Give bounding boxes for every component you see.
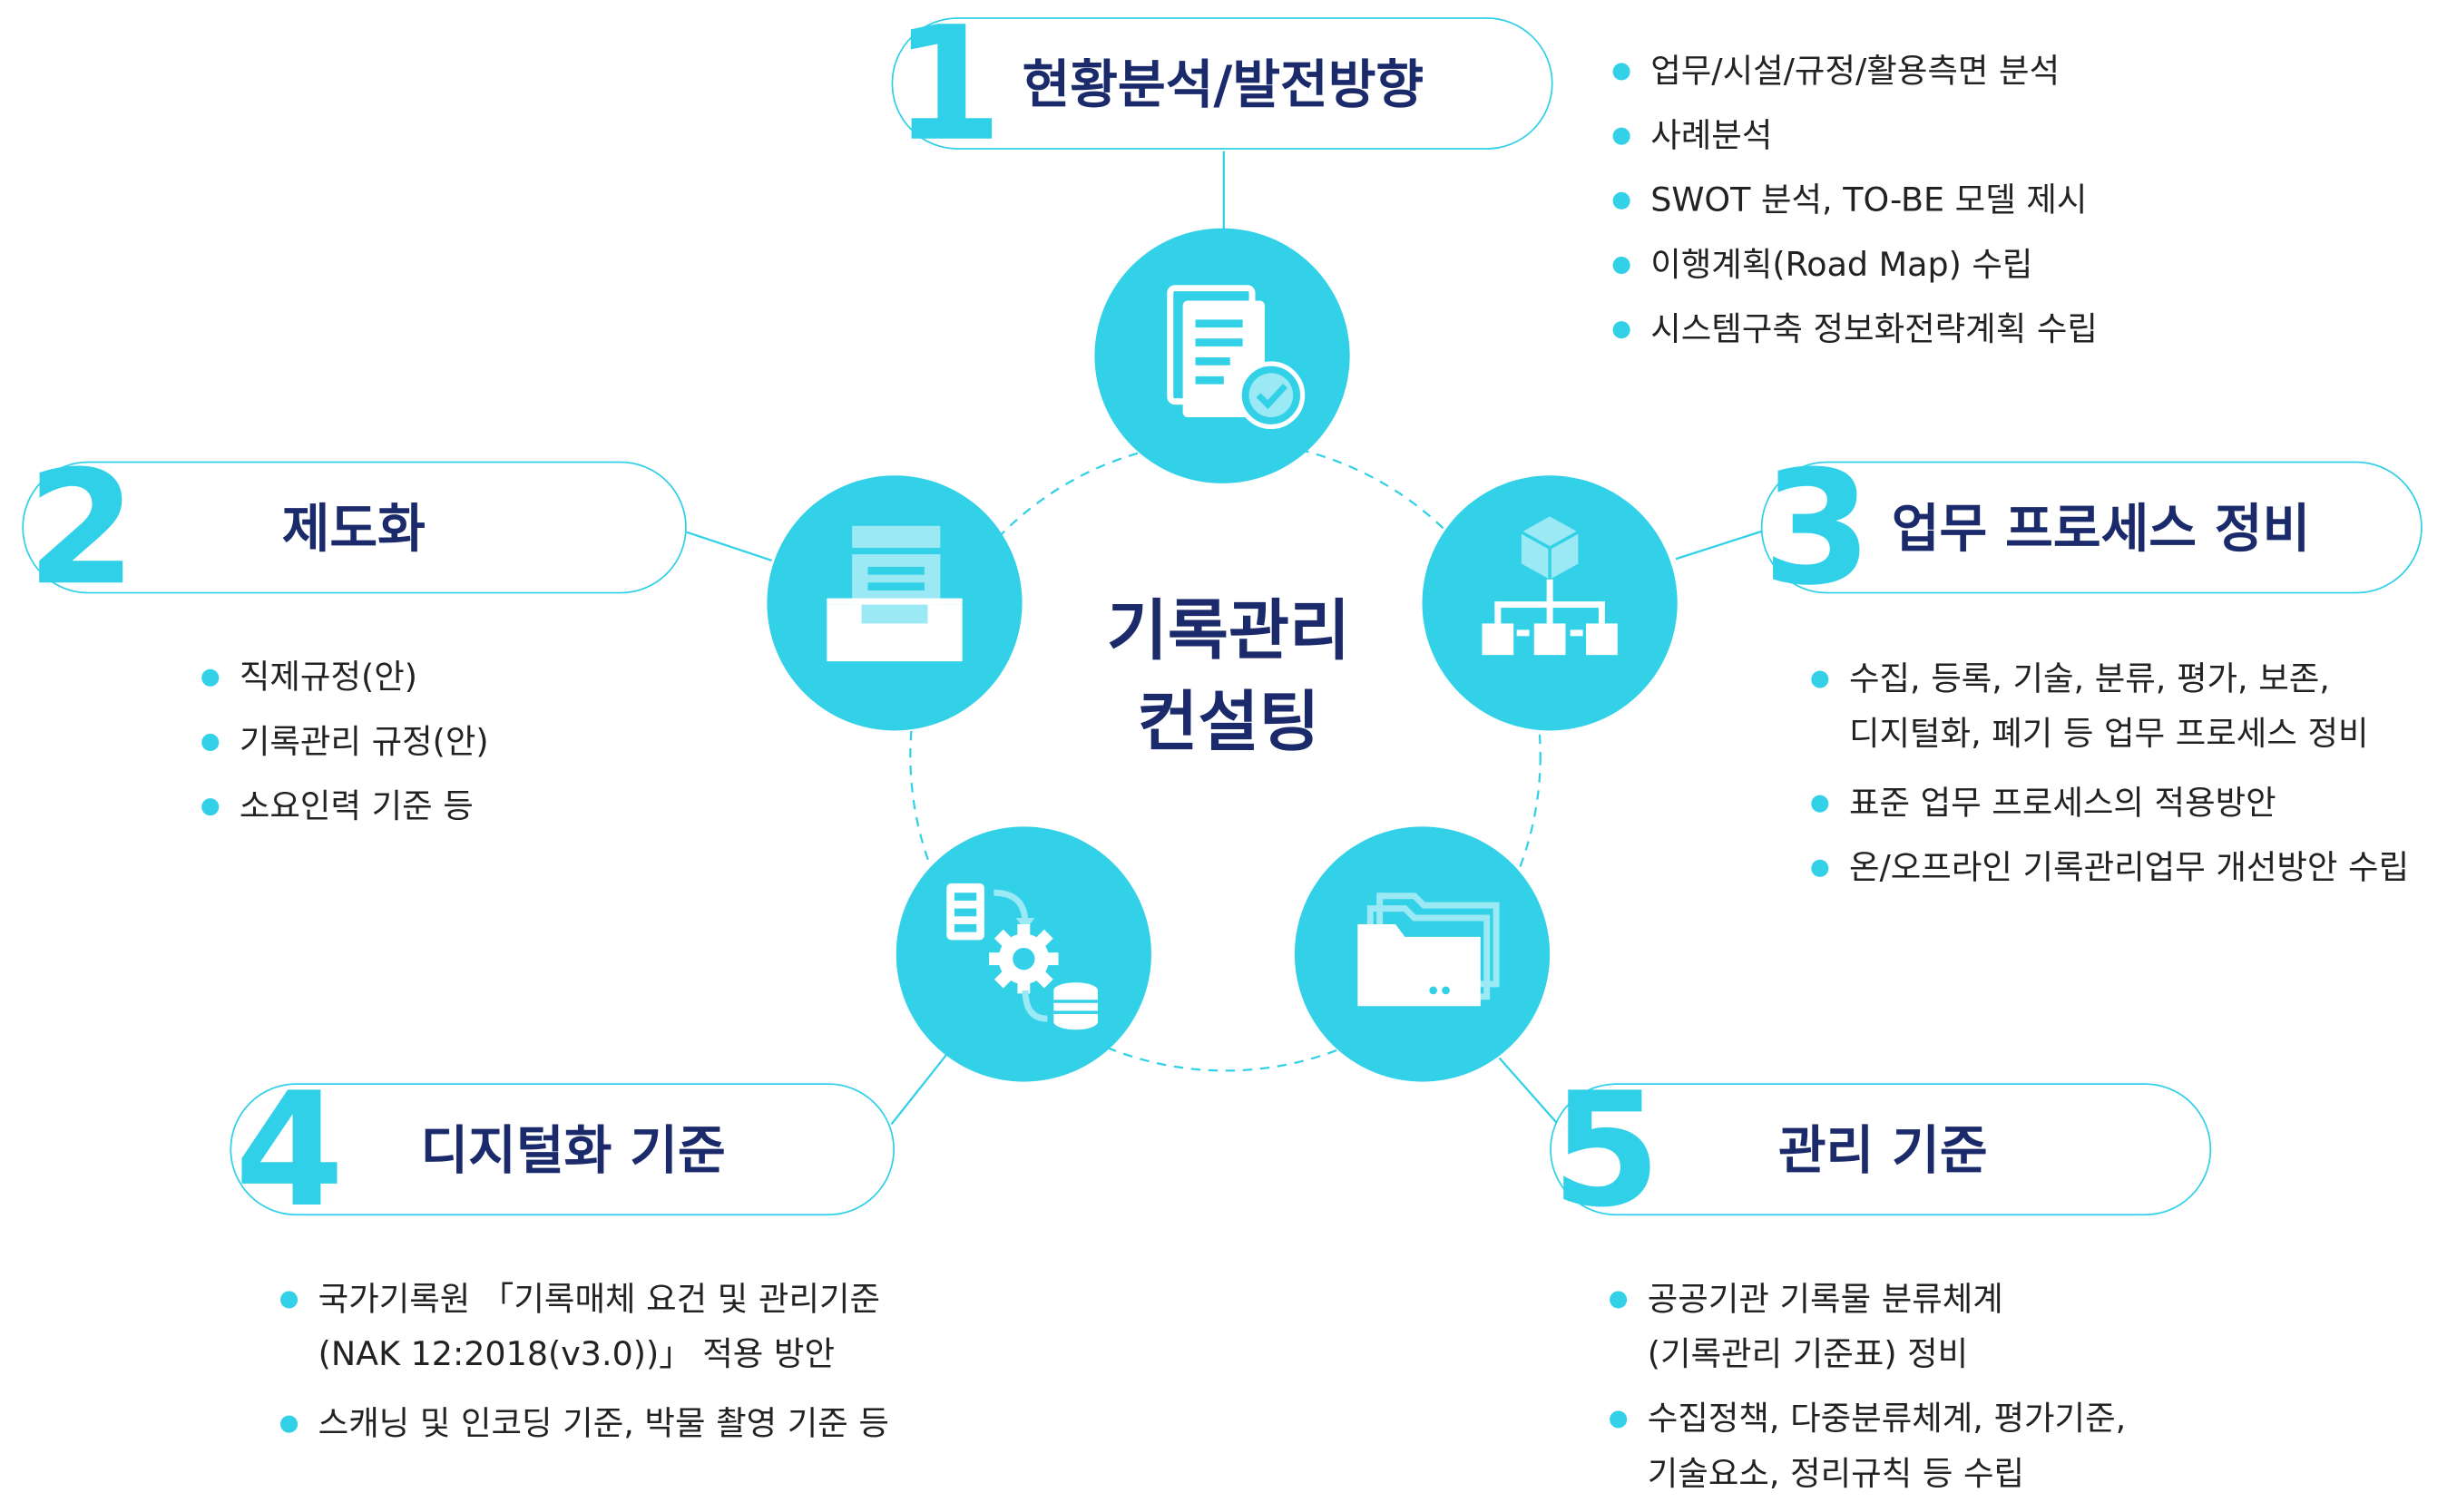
list-item: 업무/시설/규정/활용측면 분석	[1612, 39, 2098, 103]
step-4-title: 디지털화 기준	[420, 1119, 726, 1181]
inbox-tray-icon	[827, 525, 963, 662]
step-5-title: 관리 기준	[1777, 1119, 1988, 1181]
list-item: SWOT 분석, TO-BE 모델 제시	[1612, 169, 2098, 233]
list-item: 온/오프라인 기록관리업무 개선방안 수립	[1811, 836, 2409, 901]
center-title-line2: 컨설팅	[1137, 683, 1320, 761]
list-item: 직제규정(안)	[201, 646, 488, 710]
circle-step-4	[896, 826, 1151, 1082]
connector-2	[686, 531, 772, 562]
connector-5	[1498, 1057, 1561, 1127]
list-item: 수집, 등록, 기술, 분류, 평가, 보존, 디지털화, 폐기 등 업무 프로…	[1811, 652, 2409, 763]
step-3-pill: 3 업무 프로세스 정비	[1760, 450, 2423, 607]
step-1-number: 1	[893, 0, 1003, 177]
step-5-bullets: 공공기관 기록물 분류체계 (기록관리 기준표) 정비 수집정책, 다중분류체계…	[1610, 1273, 2126, 1512]
list-item: 사례분석	[1612, 104, 2098, 169]
list-item: 기록관리 규정(안)	[201, 710, 489, 775]
circle-step-2	[767, 475, 1023, 731]
step-5-pill: 5 관리 기준	[1550, 1071, 2212, 1229]
step-2-number: 2	[26, 435, 137, 620]
step-4-number: 4	[234, 1058, 345, 1243]
list-item: 이행계획(Road Map) 수립	[1612, 233, 2098, 298]
circle-step-1	[1094, 228, 1350, 483]
hierarchy-network-icon	[1482, 516, 1618, 656]
step-1-title: 현황분석/발전방향	[1022, 54, 1424, 115]
circle-step-5	[1294, 826, 1551, 1082]
connector-3	[1675, 529, 1765, 561]
list-item: 표준 업무 프로세스의 적용방안	[1811, 772, 2409, 836]
list-item: 수집정책, 다중분류체계, 평가기준, 기술요소, 정리규칙 등 수립	[1610, 1392, 2126, 1503]
step-3-bullets: 수집, 등록, 기술, 분류, 평가, 보존, 디지털화, 폐기 등 업무 프로…	[1811, 652, 2409, 901]
list-item: 소요인력 기준 등	[201, 775, 488, 839]
data-process-gear-icon	[946, 883, 1098, 1030]
list-item: 국가기록원 「기록매체 요건 및 관리기준 (NAK 12:2018(v3.0)…	[279, 1273, 889, 1383]
list-item: 시스템구축 정보화전략계획 수립	[1612, 298, 2098, 362]
step-1-pill: 1 현황분석/발전방향	[891, 5, 1553, 163]
dashed-ring	[909, 439, 1542, 1072]
center-title-line1: 기록관리	[1106, 591, 1351, 669]
list-item: 공공기관 기록물 분류체계 (기록관리 기준표) 정비	[1610, 1273, 2126, 1383]
center-title: 기록관리 컨설팅	[1040, 586, 1418, 768]
document-check-icon	[1167, 285, 1306, 430]
connector-4	[890, 1048, 953, 1126]
step-4-pill: 4 디지털화 기준	[230, 1071, 895, 1229]
step-2-bullets: 직제규정(안) 기록관리 규정(안) 소요인력 기준 등	[201, 646, 489, 840]
step-1-bullets: 업무/시설/규정/활용측면 분석 사례분석 SWOT 분석, TO-BE 모델 …	[1612, 39, 2098, 362]
step-3-number: 3	[1762, 435, 1872, 620]
list-item: 스캐닝 및 인코딩 기준, 박물 촬영 기준 등	[279, 1392, 889, 1457]
step-2-pill: 2 제도화	[22, 450, 687, 607]
step-3-title: 업무 프로세스 정비	[1891, 497, 2311, 560]
step-5-number: 5	[1551, 1058, 1661, 1243]
stacked-folders-icon	[1357, 893, 1500, 1007]
step-2-title: 제도화	[281, 497, 426, 560]
circle-step-3	[1422, 475, 1678, 731]
step-4-bullets: 국가기록원 「기록매체 요건 및 관리기준 (NAK 12:2018(v3.0)…	[279, 1273, 889, 1457]
